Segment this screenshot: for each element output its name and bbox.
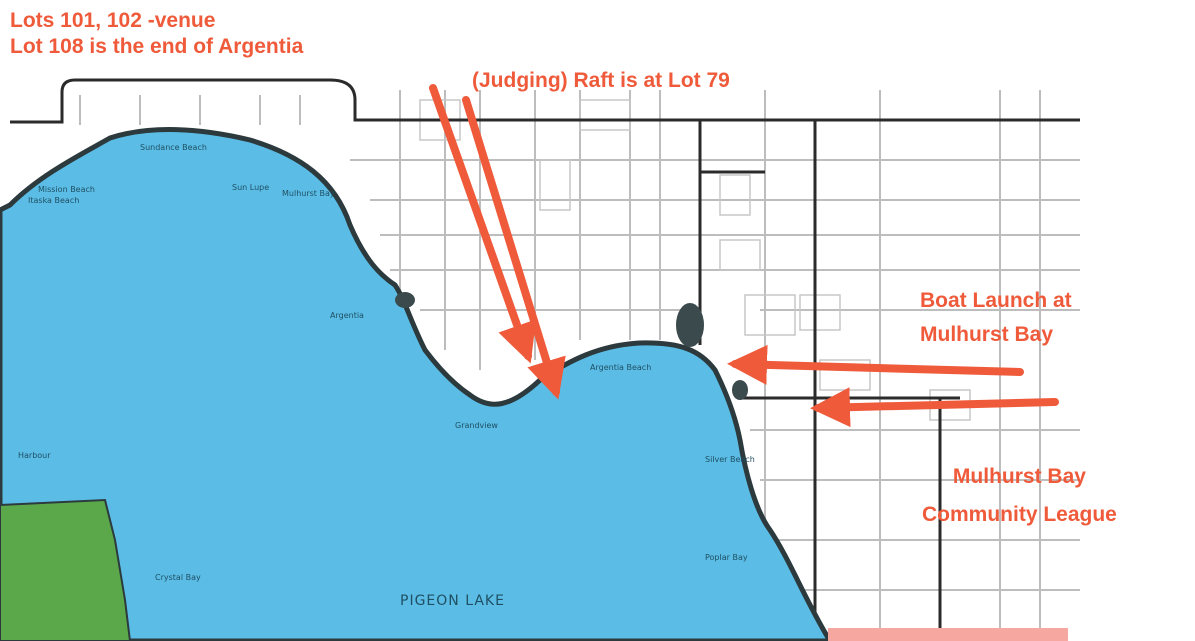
reserve-area xyxy=(828,628,1068,641)
harbour-label: Harbour xyxy=(18,451,51,460)
league-line-2: Community League xyxy=(922,503,1117,526)
boat-launch-line-1: Boat Launch at xyxy=(920,289,1072,312)
poplar-bay-label: Poplar Bay xyxy=(705,553,748,562)
argentia-beach-label: Argentia Beach xyxy=(590,363,651,372)
shore-patches xyxy=(395,292,748,400)
league-arrow xyxy=(810,387,1059,428)
argentia-label: Argentia xyxy=(330,311,364,320)
raft-annotation: (Judging) Raft is at Lot 79 xyxy=(472,69,730,92)
crystal-bay-label: Crystal Bay xyxy=(155,573,201,582)
venue-line-2: Lot 108 is the end of Argentia xyxy=(10,35,304,58)
sundance-beach-label: Sundance Beach xyxy=(140,143,207,152)
park-area xyxy=(0,498,132,641)
boat-launch-annotation: Boat Launch at Mulhurst Bay xyxy=(920,284,1072,352)
league-line-1: Mulhurst Bay xyxy=(952,465,1086,488)
raft-arrow-2 xyxy=(462,96,566,400)
lake-label: PIGEON LAKE xyxy=(400,593,505,609)
venue-line-1: Lots 101, 102 -venue xyxy=(10,9,216,32)
sun-lupe-label: Sun Lupe xyxy=(232,183,269,192)
mulhurst-map-label: Mulhurst Bay xyxy=(282,189,335,198)
mission-beach-label: Mission Beach xyxy=(38,185,95,194)
main-roads xyxy=(10,78,1080,640)
boat-launch-arrow xyxy=(727,344,1024,385)
map-labels: PIGEON LAKE Sundance Beach Mission Beach… xyxy=(18,143,755,609)
venue-annotation: Lots 101, 102 -venue Lot 108 is the end … xyxy=(10,8,303,60)
league-annotation: Mulhurst Bay Community League xyxy=(922,458,1117,534)
boat-launch-line-2: Mulhurst Bay xyxy=(920,323,1054,346)
silver-beach-label: Silver Beach xyxy=(705,455,755,464)
annotation-arrows xyxy=(429,84,1059,428)
itaska-beach-label: Itaska Beach xyxy=(28,196,79,205)
grandview-label: Grandview xyxy=(455,421,498,430)
lake-water xyxy=(0,127,833,641)
raft-arrow-1 xyxy=(429,84,537,364)
